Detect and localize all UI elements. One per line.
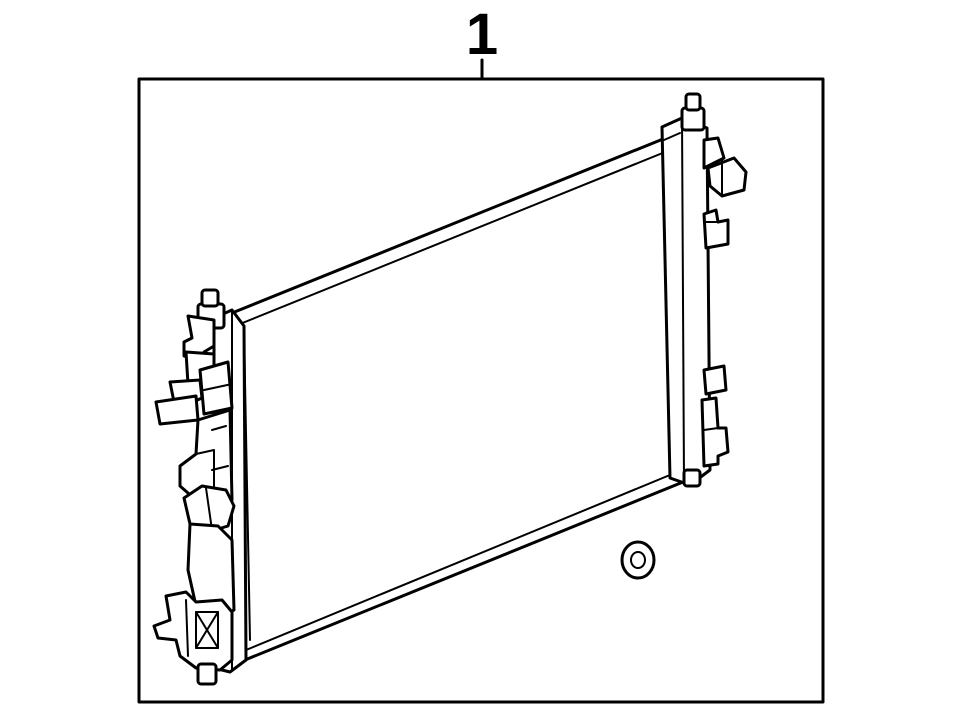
right-tank[interactable] bbox=[660, 92, 748, 488]
assembly-frame bbox=[137, 77, 825, 704]
radiator-core[interactable] bbox=[230, 135, 690, 664]
seal-ring[interactable] bbox=[620, 540, 656, 580]
callout-number[interactable]: 1 bbox=[466, 2, 498, 67]
left-tank[interactable] bbox=[152, 288, 248, 686]
